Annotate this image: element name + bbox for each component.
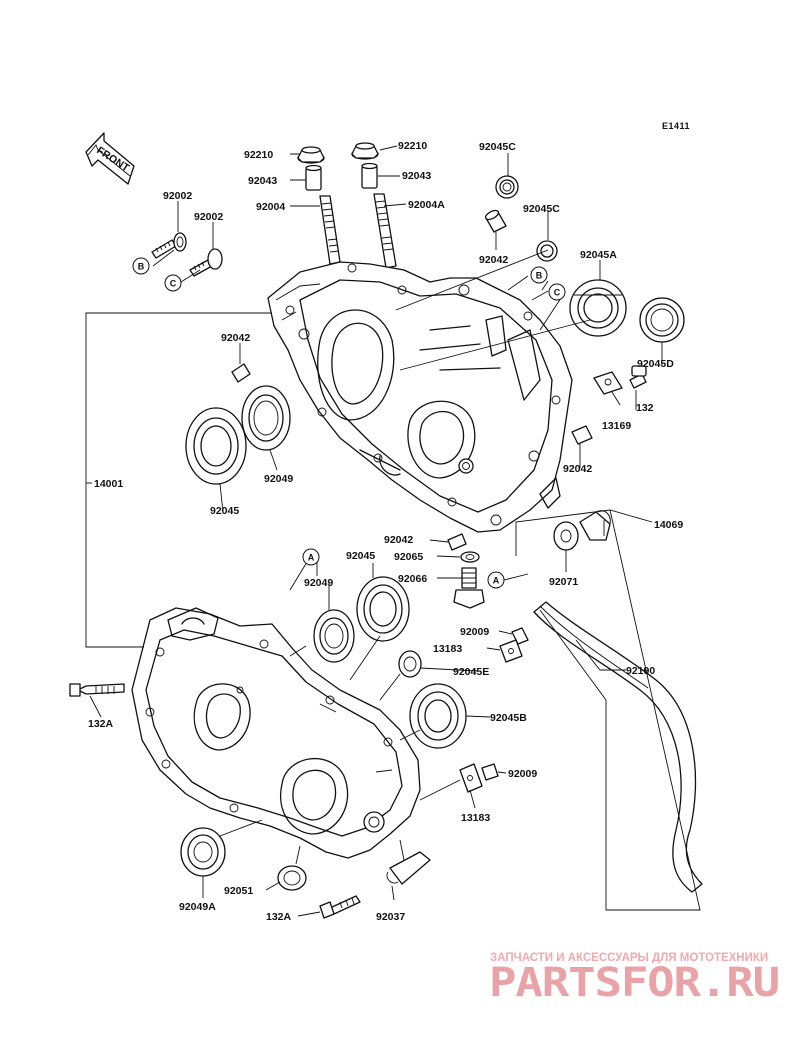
label-92049a: 92049A	[179, 901, 216, 913]
bracket-13169	[593, 371, 623, 395]
seal-92051	[277, 865, 307, 891]
label-92051: 92051	[224, 885, 253, 897]
label-92043-left: 92043	[248, 175, 277, 187]
bolt-132	[629, 365, 647, 389]
bearing-92045c-mid	[536, 240, 558, 262]
label-92037: 92037	[376, 911, 405, 923]
drain-plug-92066	[453, 567, 485, 609]
label-92045c-mid: 92045C	[523, 203, 560, 215]
label-92190: 92190	[626, 665, 655, 677]
label-92065: 92065	[394, 551, 423, 563]
dowel-pin-lower	[447, 533, 467, 551]
leader-lines	[85, 145, 701, 917]
label-92049-lower: 92049	[304, 577, 333, 589]
seal-92049-upper	[241, 385, 291, 451]
label-132: 132	[636, 402, 654, 414]
svg-text:A: A	[308, 553, 315, 563]
label-92042-mid-right: 92042	[563, 463, 592, 475]
diagram-code: E1411	[662, 121, 690, 131]
label-92042-upper-right: 92042	[479, 254, 508, 266]
ref-circle-a-mid: A	[487, 571, 505, 589]
front-arrow-icon: FRONT	[85, 132, 135, 185]
bearing-92045a	[569, 279, 627, 337]
collar-left	[305, 164, 322, 191]
bearing-92045-lower	[356, 576, 410, 642]
watermark-brand-logo: PARTSFOR.RU	[489, 960, 779, 1006]
crankcase-left-half	[131, 607, 421, 859]
ref-circle-b-left: B	[132, 257, 150, 275]
label-92045-lower: 92045	[346, 550, 375, 562]
label-92042-lower: 92042	[384, 534, 413, 546]
label-13183-lower: 13183	[461, 812, 490, 824]
svg-text:A: A	[493, 576, 500, 586]
stud-right	[373, 193, 397, 269]
label-92066: 92066	[398, 573, 427, 585]
plate-13183-lower	[459, 763, 483, 793]
bearing-92045c-top	[495, 175, 519, 199]
seal-92049-lower	[313, 609, 355, 663]
label-92002-top: 92002	[163, 190, 192, 202]
part-labels: 92210 92210 92043 92043 92004 92004A 920…	[88, 140, 683, 923]
bearing-92045e	[398, 650, 422, 678]
bolt-92002-top	[151, 232, 187, 259]
flange-nut-right	[351, 142, 379, 160]
label-92045b: 92045B	[490, 712, 527, 724]
label-13183-upper: 13183	[433, 643, 462, 655]
ref-circle-c-left: C	[164, 274, 182, 292]
label-92045c-top: 92045C	[479, 141, 516, 153]
svg-text:B: B	[536, 271, 543, 281]
watermark-tagline: ЗАПЧАСТИ И АКСЕССУАРЫ ДЛЯ МОТОТЕХНИКИ	[490, 952, 768, 964]
dowel-pin-mid-right	[571, 425, 593, 445]
washer-92065	[460, 551, 480, 563]
dowel-pin-upper-right	[484, 209, 507, 233]
label-92045e: 92045E	[453, 666, 489, 678]
label-92210-right: 92210	[398, 140, 427, 152]
svg-text:B: B	[138, 262, 145, 272]
label-92009-lower: 92009	[508, 768, 537, 780]
clamp-92037	[386, 851, 431, 885]
breather-elbow-14069	[579, 510, 611, 541]
bearing-92045-upper	[185, 407, 247, 485]
label-92009-upper: 92009	[460, 626, 489, 638]
stud-left	[319, 195, 341, 265]
dowel-pin-left	[231, 363, 251, 383]
label-92002-mid: 92002	[194, 211, 223, 223]
label-92004a: 92004A	[408, 199, 445, 211]
label-92045-upper: 92045	[210, 505, 239, 517]
label-14001: 14001	[94, 478, 123, 490]
label-13169: 13169	[602, 420, 631, 432]
label-92043-right: 92043	[402, 170, 431, 182]
label-14069: 14069	[654, 519, 683, 531]
label-92004: 92004	[256, 201, 285, 213]
bolt-132a-left	[69, 683, 125, 697]
seal-92049a	[180, 827, 226, 877]
ref-circle-b-right: B	[530, 266, 548, 284]
fitting-92071	[553, 521, 579, 551]
flange-nut-left	[297, 146, 325, 164]
bolt-132a-bottom	[319, 895, 361, 919]
crankcase-right-half	[267, 261, 573, 533]
label-132a-left: 132A	[88, 718, 114, 730]
label-92045a: 92045A	[580, 249, 617, 261]
label-92042-left: 92042	[221, 332, 250, 344]
svg-text:C: C	[554, 288, 561, 298]
bearing-92045b	[409, 683, 467, 749]
label-92071: 92071	[549, 576, 578, 588]
plate-13183-upper	[499, 639, 523, 663]
breather-hose-92190	[533, 601, 703, 893]
label-92049-upper: 92049	[264, 473, 293, 485]
bolt-92002-mid	[189, 248, 223, 277]
collar-right	[361, 162, 378, 189]
ref-circle-a-top: A	[302, 548, 320, 566]
seal-92045d	[639, 297, 685, 343]
label-92045d: 92045D	[637, 358, 674, 370]
label-132a-bottom: 132A	[266, 911, 292, 923]
svg-text:C: C	[170, 279, 177, 289]
bolt-92009-lower	[481, 763, 499, 781]
ref-circle-c-right: C	[548, 283, 566, 301]
label-92210-left: 92210	[244, 149, 273, 161]
watermark: ЗАПЧАСТИ И АКСЕССУАРЫ ДЛЯ МОТОТЕХНИКИ PA…	[489, 952, 780, 1006]
